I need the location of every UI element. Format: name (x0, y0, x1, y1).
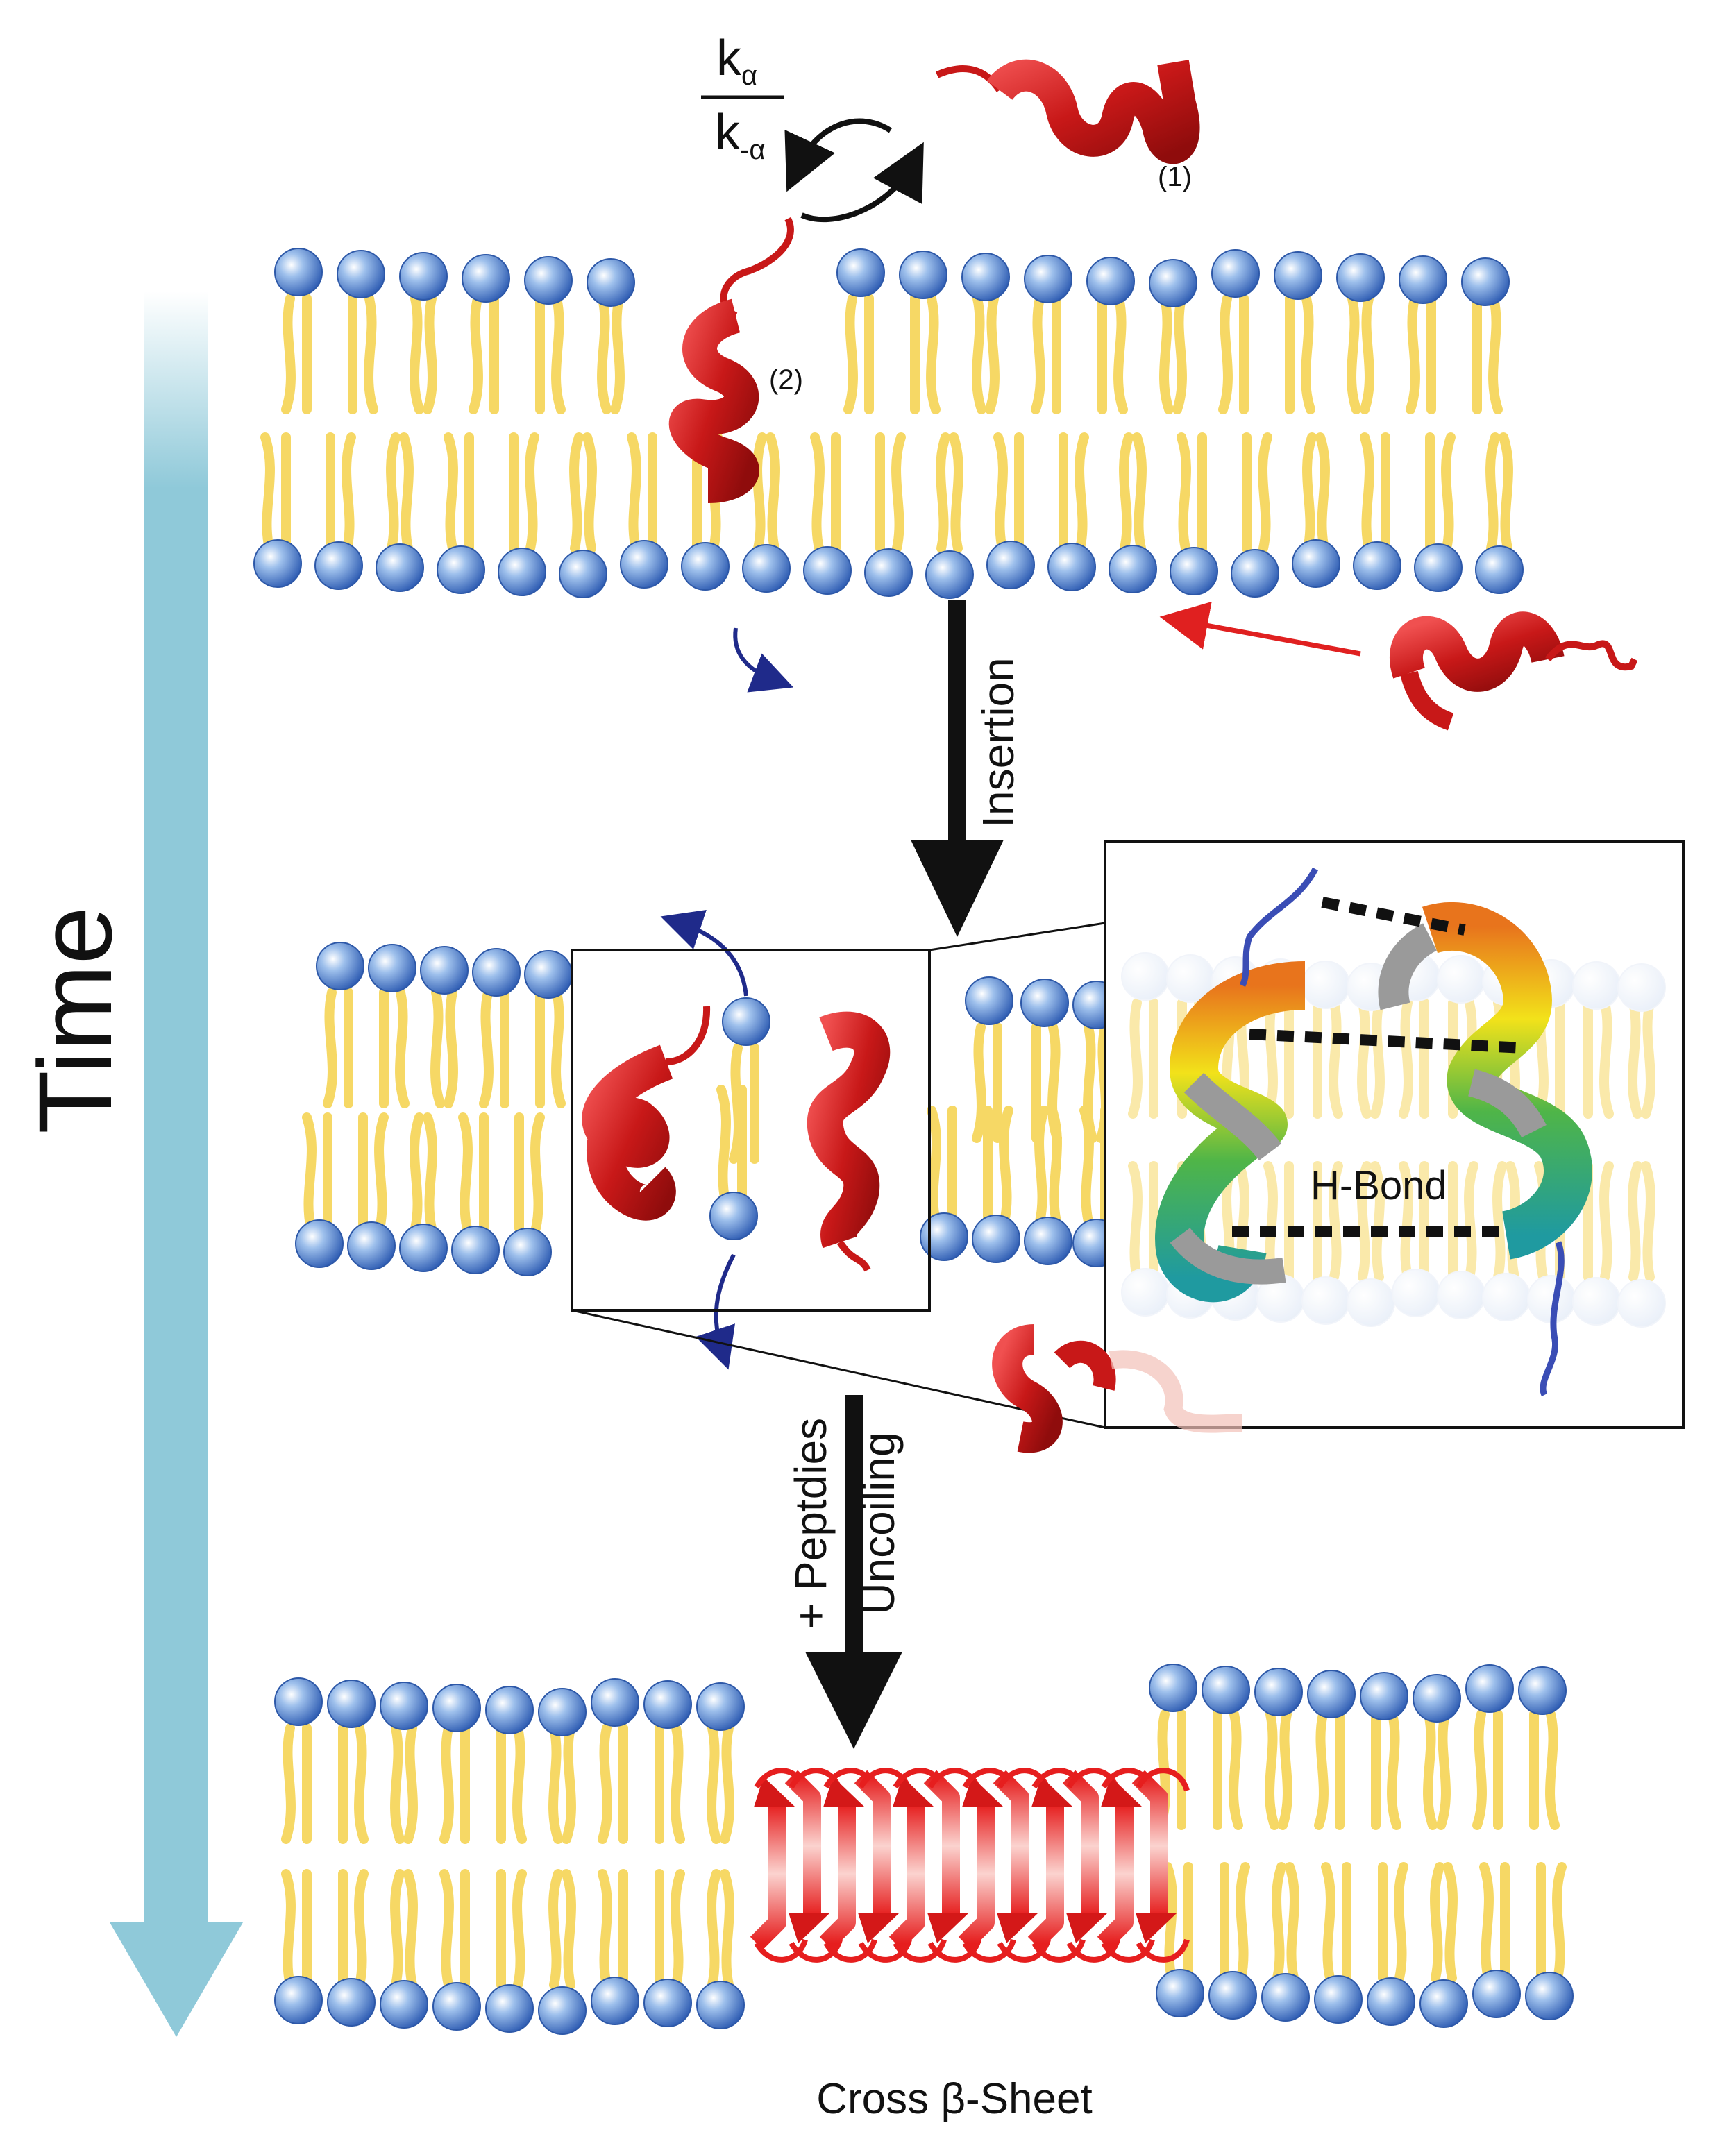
uncoiling-label: Uncoiling (854, 1432, 904, 1614)
k-alpha-label: kα (716, 31, 757, 91)
helix-solution (935, 59, 1200, 164)
equilibrium-arrows (784, 118, 924, 223)
flip-arrow-pore-down (696, 1253, 736, 1370)
helix-pore-right (807, 1011, 891, 1272)
time-label: Time (17, 906, 133, 1134)
hbond-inset: H-Bond (1105, 841, 1683, 1428)
insertion-arrow (911, 600, 1004, 937)
state-1-label: (1) (1158, 162, 1192, 192)
cross-beta-sheet (750, 1768, 1190, 1963)
hbond-label: H-Bond (1311, 1163, 1447, 1208)
approach-arrow (1159, 601, 1361, 657)
flip-arrow-top (733, 627, 794, 693)
flip-arrow-pore-up (660, 910, 748, 997)
peptides-label: + Peptdies (786, 1418, 836, 1629)
zoom-lines (571, 922, 1106, 1429)
pore-box (571, 949, 931, 1312)
k-neg-alpha-label: k-α (715, 105, 765, 165)
helix-pore-left (582, 1006, 711, 1221)
cross-beta-label: Cross β-Sheet (816, 2075, 1092, 2123)
insertion-label: Insertion (973, 657, 1023, 827)
lipid-bilayers (253, 248, 1574, 2035)
state-2-label: (2) (769, 364, 803, 395)
helix-surface (668, 217, 794, 503)
helix-approaching (1390, 611, 1638, 731)
inset-frame (1104, 840, 1685, 1429)
helix-leaving (992, 1324, 1243, 1453)
rate-constants: kα k-α (701, 31, 784, 165)
time-arrow (110, 291, 243, 2037)
uncoiling-arrow (805, 1395, 902, 1749)
